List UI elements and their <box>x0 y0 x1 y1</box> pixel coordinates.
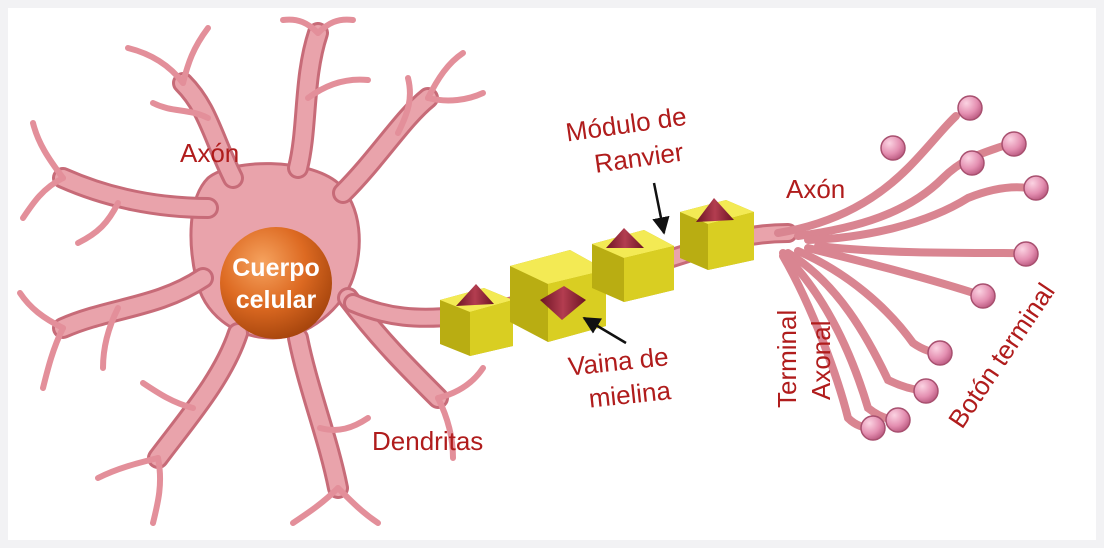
label-myelin-sheath: Vaina de mielina <box>567 341 674 415</box>
label-dendrites: Dendritas <box>372 426 483 456</box>
myelin-segment-2 <box>510 250 606 342</box>
label-myelin-line1: Vaina de <box>567 341 670 381</box>
diagram-frame: Axón Cuerpo celular Dendritas Módulo de … <box>8 8 1096 540</box>
label-terminal-line2: Axonal <box>806 321 836 401</box>
label-myelin-line2: mielina <box>587 375 673 414</box>
cell-body-nucleus <box>220 227 332 339</box>
label-cell-body-line1: Cuerpo <box>232 254 320 282</box>
label-axon-right: Axón <box>786 174 845 204</box>
label-node-of-ranvier: Módulo de Ranvier <box>564 101 693 182</box>
myelin-segment-3 <box>592 228 674 302</box>
neuron-diagram: Axón Cuerpo celular Dendritas Módulo de … <box>8 8 1096 540</box>
label-terminal-line1: Terminal <box>772 310 802 408</box>
node-of-ranvier-arrow <box>654 183 664 233</box>
label-cell-body-line2: celular <box>236 286 317 314</box>
myelin-segment-1 <box>440 284 513 356</box>
label-axon-left: Axón <box>180 138 239 168</box>
label-terminal-bouton: Botón terminal <box>942 278 1061 434</box>
label-node-line2: Ranvier <box>592 137 685 179</box>
myelin-segment-4 <box>680 198 754 270</box>
myelin-sheath <box>440 198 754 356</box>
